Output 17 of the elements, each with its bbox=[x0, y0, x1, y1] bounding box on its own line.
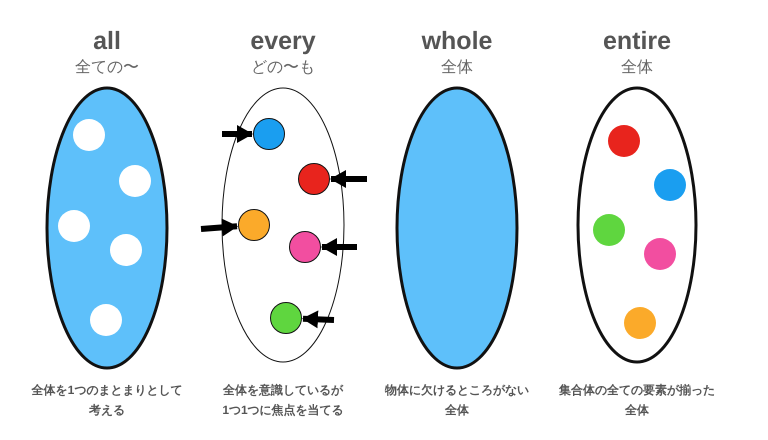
meaning-text: 全ての〜 bbox=[75, 59, 139, 76]
arrow bbox=[321, 238, 357, 256]
meaning-text: どの〜も bbox=[251, 59, 315, 76]
caption-text: 物体に欠けるところがない全体 bbox=[384, 382, 530, 419]
caption-text: 集合体の全ての要素が揃った全体 bbox=[558, 382, 716, 419]
caption-text: 全体を意識しているが1つ1つに焦点を当てる bbox=[221, 382, 345, 419]
meaning-text: 全体 bbox=[621, 59, 653, 76]
meaning-text: 全体 bbox=[441, 59, 473, 76]
word-heading: all bbox=[93, 27, 121, 55]
word-heading: every bbox=[250, 27, 316, 55]
caption-text: 全体を1つのまとまりとして考える bbox=[30, 382, 184, 419]
arrow bbox=[330, 170, 367, 188]
arrow bbox=[222, 125, 253, 143]
arrow bbox=[302, 310, 334, 328]
word-heading: whole bbox=[422, 27, 492, 55]
arrow bbox=[200, 218, 238, 236]
word-heading: entire bbox=[602, 27, 672, 55]
